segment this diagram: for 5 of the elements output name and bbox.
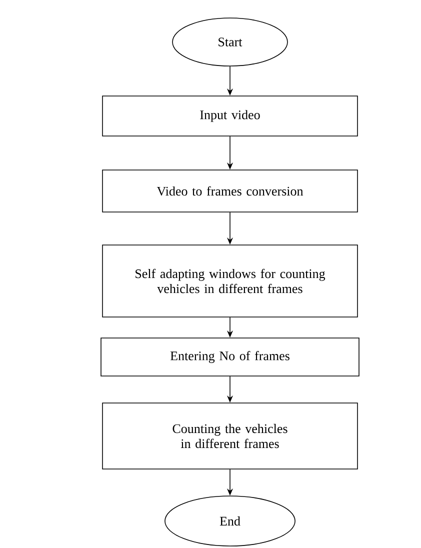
process-box: Entering No of frames: [100, 338, 360, 376]
process-box: Self adapting windows for counting vehicles in different frames: [102, 244, 358, 318]
process-box: Video to frames conversion: [102, 170, 358, 212]
process-box: Counting the vehicles in different frames: [102, 402, 358, 470]
process-box: Input video: [102, 96, 358, 136]
